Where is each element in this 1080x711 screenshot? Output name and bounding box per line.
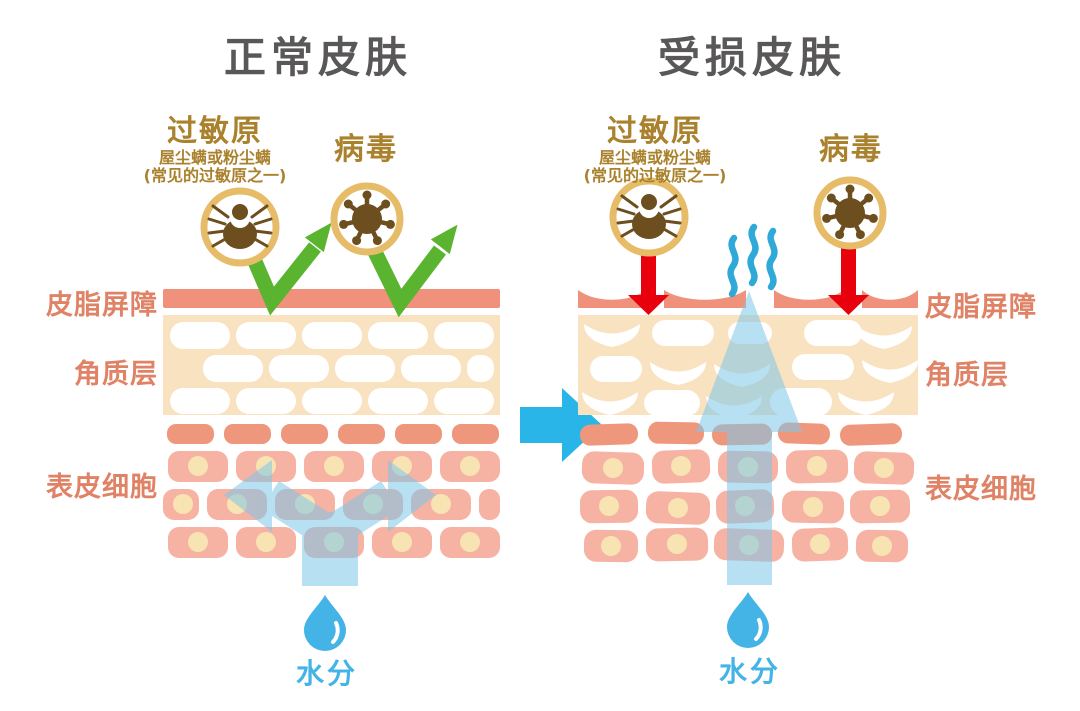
allergen-subtitle-2: (常见的过敏原之一) <box>143 166 287 185</box>
allergen-subtitle-2: (常见的过敏原之一) <box>583 166 727 185</box>
allergen-subtitle-1: 屋尘螨或粉尘螨 <box>158 148 272 167</box>
damaged-skin-title: 受损皮肤 <box>657 33 847 82</box>
allergen-subtitle-1: 屋尘螨或粉尘螨 <box>598 148 712 167</box>
moisture-label: 水分 <box>718 655 782 688</box>
blue-moisture-escape-arrow-icon <box>696 291 802 585</box>
red-penetrate-arrow-icon <box>628 248 869 315</box>
normal-stratum-corneum-layer <box>163 315 500 415</box>
normal-sebum-barrier-layer <box>163 289 500 308</box>
damaged-skin-illustration <box>578 180 918 650</box>
virus-icon <box>334 186 400 252</box>
sebum-barrier-label: 皮脂屏障 <box>925 292 1037 323</box>
stratum-corneum-label: 角质层 <box>74 359 158 390</box>
steam-wavy-lines-icon <box>727 223 778 298</box>
virus-icon <box>817 180 883 246</box>
water-drop-icon <box>725 590 771 650</box>
sebum-barrier-label: 皮脂屏障 <box>46 290 158 321</box>
moisture-label: 水分 <box>295 657 359 690</box>
water-drop-icon <box>302 593 348 653</box>
epidermal-cells-label: 表皮细胞 <box>925 474 1037 505</box>
normal-skin-illustration <box>163 186 500 653</box>
virus-label: 病毒 <box>334 132 398 167</box>
allergen-label: 过敏原 <box>167 114 263 149</box>
allergen-label: 过敏原 <box>607 114 703 149</box>
normal-skin-title: 正常皮肤 <box>223 33 413 82</box>
stratum-corneum-label: 角质层 <box>925 360 1009 391</box>
mite-icon <box>204 191 276 263</box>
mite-icon <box>613 181 685 253</box>
virus-label: 病毒 <box>819 132 883 167</box>
epidermal-cells-label: 表皮细胞 <box>46 472 158 503</box>
green-bounce-arrow-icon <box>243 222 458 318</box>
blue-moisture-arrow-icon <box>224 460 436 586</box>
damaged-sebum-barrier-layer <box>578 290 918 308</box>
